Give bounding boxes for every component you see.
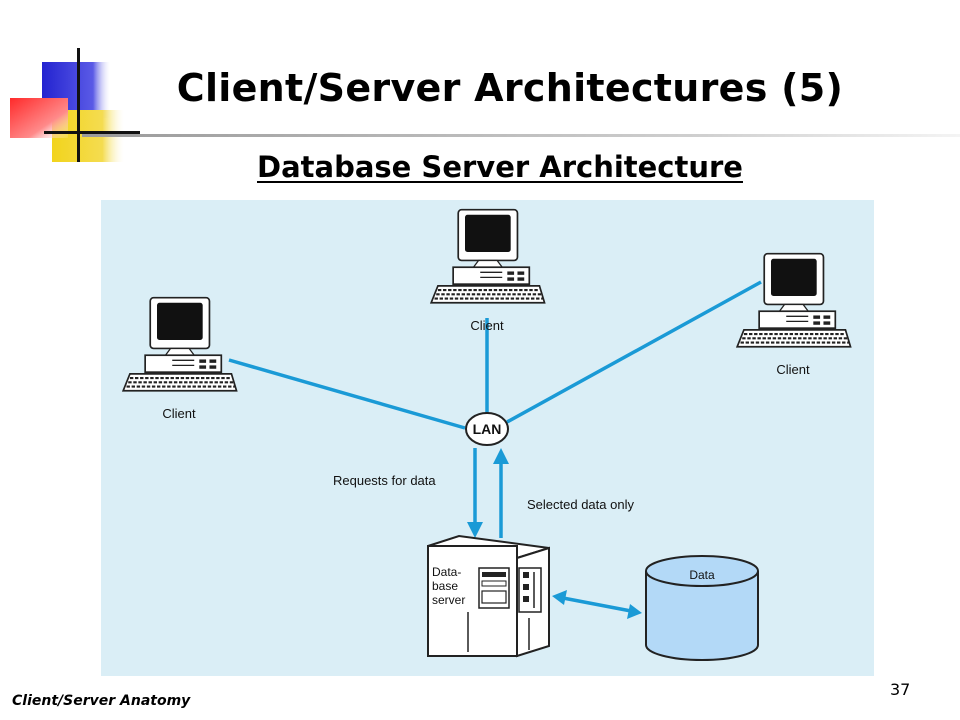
client-label-right: Client	[776, 362, 810, 377]
server-label-line-2: base	[432, 579, 458, 593]
slide-title: Client/Server Architectures (5)	[176, 66, 844, 110]
data-label: Data	[689, 568, 715, 582]
client-label-center: Client	[470, 318, 504, 333]
database-server-icon	[427, 534, 550, 658]
lan-hub: LAN	[465, 412, 509, 446]
title-underline-rule	[82, 134, 960, 137]
server-label-line-3: server	[432, 593, 465, 607]
requests-for-data-label: Requests for data	[333, 473, 436, 488]
page-number: 37	[890, 680, 911, 699]
server-label-line-1: Data-	[432, 565, 461, 579]
server-data-arrow	[552, 590, 642, 619]
data-flow-arrows	[467, 448, 509, 538]
decorative-squares-logo-icon	[0, 0, 140, 170]
footer-text: Client/Server Anatomy	[12, 693, 191, 709]
database-server-architecture-diagram: Client Client Client LAN Requests for da…	[101, 200, 874, 676]
slide-subtitle: Database Server Architecture	[257, 150, 743, 184]
lan-label: LAN	[473, 421, 502, 437]
network-lines	[228, 280, 762, 430]
data-cylinder-icon: Data	[645, 555, 759, 661]
selected-data-only-label: Selected data only	[527, 497, 634, 512]
client-computer-right: Client	[735, 252, 852, 377]
client-label-left: Client	[162, 406, 196, 421]
client-computer-center: Client	[429, 208, 546, 333]
client-computer-left: Client	[121, 296, 238, 421]
